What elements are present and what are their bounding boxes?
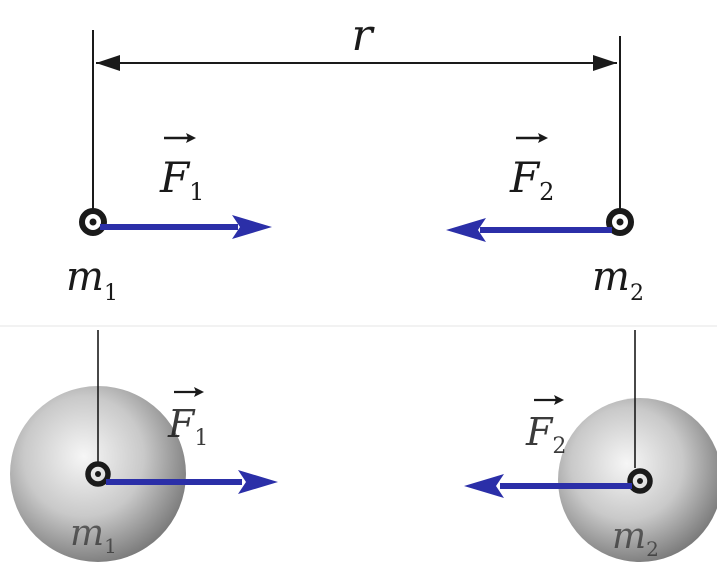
bottom-body-left: F1 m1 — [70, 387, 278, 558]
top-right-point-mass — [606, 208, 634, 236]
top-force-arrow-2 — [446, 218, 612, 242]
bottom-vector-arrowhead-2 — [554, 395, 564, 405]
top-mass-label-1: m1 — [66, 254, 118, 306]
top-vector-arrowhead-1 — [186, 133, 196, 143]
top-left-point-mass — [79, 208, 107, 236]
top-force-arrow-1 — [100, 215, 272, 239]
bottom-left-center — [85, 461, 111, 487]
bottom-body-right: F2 m2 — [464, 395, 659, 561]
top-vector-arrowhead-2 — [538, 133, 548, 143]
bottom-panel: F1 m1 F2 m2 — [10, 330, 717, 562]
top-mass-label-2: m2 — [592, 254, 644, 306]
bottom-left-center-dot — [95, 471, 101, 477]
bottom-force-arrow-1 — [106, 470, 278, 494]
bottom-mass-label-2: m2 — [612, 516, 659, 561]
distance-label: r — [351, 10, 375, 61]
bottom-vector-arrowhead-1 — [194, 387, 204, 397]
bottom-force-arrow-2 — [464, 474, 632, 498]
bottom-force-label-2: F2 — [525, 410, 566, 459]
top-left-point-mass-dot — [89, 218, 97, 226]
top-force-label-1: F1 — [159, 153, 204, 206]
bottom-mass-label-1: m1 — [70, 513, 117, 558]
top-right-point-mass-dot — [616, 218, 624, 226]
bottom-right-center — [627, 468, 653, 494]
top-body-right: F2 m2 — [446, 133, 644, 306]
top-panel: r F1 m1 — [66, 10, 644, 306]
bottom-right-center-dot — [637, 478, 643, 484]
bottom-force-label-1: F1 — [167, 402, 208, 451]
top-body-left: F1 m1 — [66, 133, 272, 306]
top-force-label-2: F2 — [509, 153, 554, 206]
